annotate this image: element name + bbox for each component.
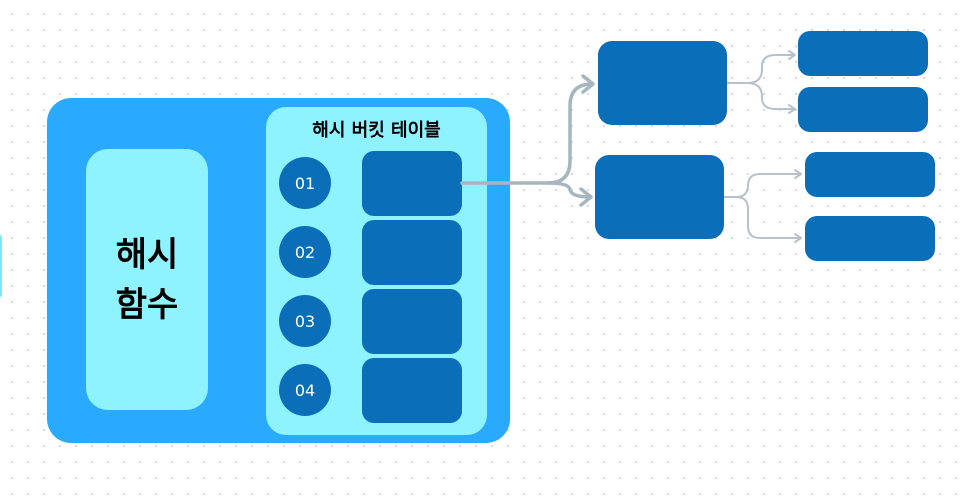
bucket-index-04[interactable]: 04 (279, 364, 331, 416)
bucket-index-01[interactable]: 01 (279, 157, 331, 209)
arrowhead-lower-node (579, 187, 593, 207)
bucket-index-03[interactable]: 03 (279, 295, 331, 347)
hash-function-label: 해시 함수 (115, 234, 179, 325)
bucket-index-02[interactable]: 02 (279, 226, 331, 278)
branch-upper-1-arrowhead (788, 50, 796, 60)
arrowhead-upper-node (581, 74, 595, 94)
leaf-node-2[interactable] (798, 87, 928, 132)
leaf-node-3[interactable] (805, 152, 935, 197)
connector-slot-to-lower-node (546, 181, 592, 199)
bucket-slot-03[interactable] (362, 289, 462, 354)
branch-lower-2-arrowhead (794, 233, 802, 243)
leaf-node-1[interactable] (798, 31, 928, 76)
branch-upper-1 (726, 54, 795, 84)
bucket-slot-04[interactable] (362, 358, 462, 423)
leaf-node-4[interactable] (805, 216, 935, 261)
branch-upper-2-arrowhead (788, 104, 796, 114)
branch-lower-1 (723, 173, 801, 198)
hash-function-block[interactable]: 해시 함수 (86, 149, 208, 410)
chain-node-lower[interactable] (595, 155, 724, 239)
branch-upper-2 (747, 82, 795, 110)
branch-lower-2 (735, 196, 801, 239)
branch-lower-1-arrowhead (794, 169, 802, 179)
bucket-slot-02[interactable] (362, 220, 462, 285)
bucket-slot-01[interactable] (362, 151, 462, 216)
chain-node-upper[interactable] (598, 41, 727, 125)
bucket-table-title: 해시 버킷 테이블 (312, 120, 441, 141)
connector-slot-to-upper-node (460, 82, 594, 185)
